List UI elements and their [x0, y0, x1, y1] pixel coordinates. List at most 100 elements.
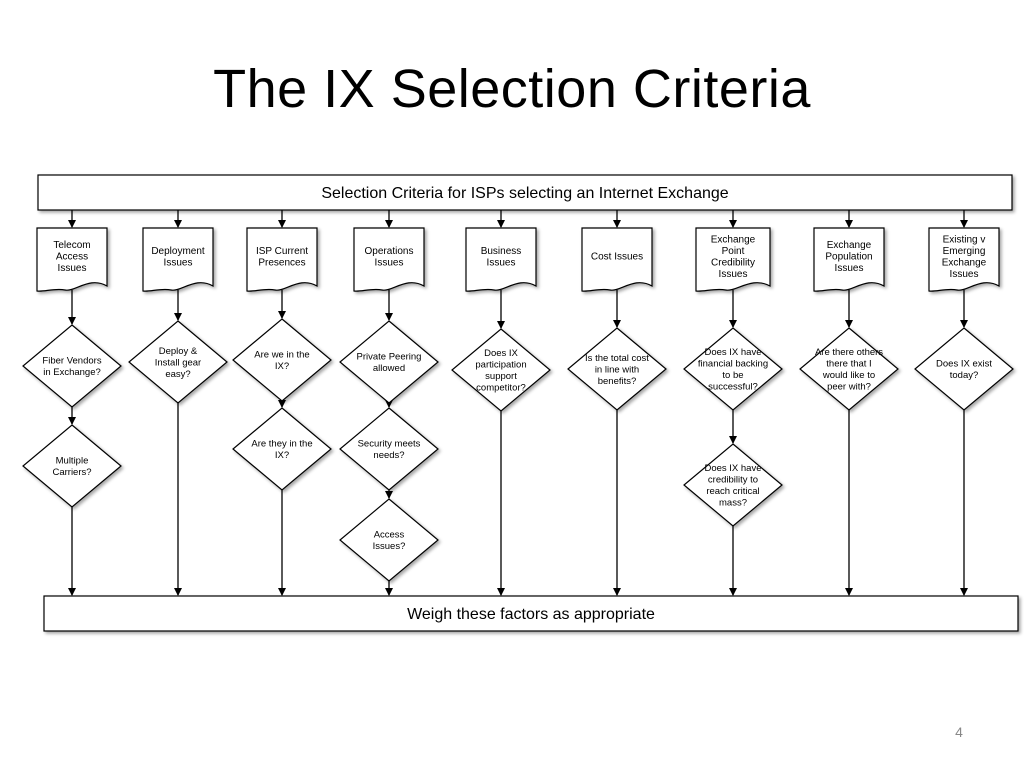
- decision-label: credibility to: [708, 475, 758, 486]
- header-box-label: Selection Criteria for ISPs selecting an…: [321, 185, 728, 202]
- decision-label: Are we in the: [254, 350, 309, 361]
- decision-label: Does IX have: [704, 347, 761, 358]
- document-shape: [465, 227, 537, 292]
- connectors: [68, 210, 968, 596]
- bottom-box-label: Weigh these factors as appropriate: [407, 606, 655, 623]
- decision-label: Carriers?: [52, 467, 91, 478]
- weigh-factors-box: Weigh these factors as appropriate: [43, 595, 1019, 632]
- issue-document-label: Emerging: [943, 246, 986, 257]
- issue-document: Cost Issues: [581, 227, 653, 292]
- decision-label: would like to: [822, 370, 875, 381]
- decision-label: Deploy &: [159, 346, 198, 357]
- diamond-shape: [799, 327, 899, 411]
- decision-label: Are they in the: [251, 439, 312, 450]
- issue-document-label: Issues: [835, 263, 864, 274]
- header-box-shape: [37, 174, 1013, 211]
- issue-document-label: Existing v: [943, 234, 986, 245]
- issue-document-label: Cost Issues: [591, 252, 643, 263]
- decision-label: financial backing: [698, 359, 768, 370]
- issue-document-label: Access: [56, 252, 88, 263]
- decision-label: support: [485, 371, 517, 382]
- decision-label: benefits?: [598, 376, 637, 387]
- issue-document-label: Exchange: [711, 234, 756, 245]
- document-shape: [928, 227, 1000, 292]
- document-shape: [695, 227, 771, 292]
- diamond-shape: [232, 318, 332, 402]
- decision-label: reach critical: [706, 486, 759, 497]
- diamond-shape: [683, 327, 783, 411]
- document-shape: [813, 227, 885, 292]
- decision-label: Multiple: [56, 456, 89, 467]
- issue-document-label: Deployment: [151, 246, 205, 257]
- issue-document-label: Issues: [164, 257, 193, 268]
- issue-document-label: Population: [825, 252, 872, 263]
- document-shape: [246, 227, 318, 292]
- diamond-shape: [339, 498, 439, 582]
- decision-label: easy?: [165, 369, 190, 380]
- issue-document-label: Issues: [375, 257, 404, 268]
- decision-label: Does IX exist: [936, 359, 992, 370]
- bottom-box-shape: [43, 595, 1019, 632]
- diamond-shape: [339, 320, 439, 404]
- decision-label: IX?: [275, 361, 289, 372]
- issue-document-label: Operations: [365, 246, 414, 257]
- slide-title: The IX Selection Criteria: [213, 59, 811, 119]
- issue-document-label: Point: [722, 246, 745, 257]
- decision-label: Fiber Vendors: [42, 356, 101, 367]
- document-shape: [353, 227, 425, 292]
- diamond-shape: [451, 328, 551, 412]
- decision-label: Security meets: [358, 439, 421, 450]
- document-shape: [36, 227, 108, 292]
- diamond-shape: [232, 407, 332, 491]
- issue-document-label: Presences: [258, 257, 305, 268]
- issue-document-label: ISP Current: [256, 246, 308, 257]
- diamond-shape: [683, 443, 783, 527]
- decision-label: to be: [722, 370, 743, 381]
- criteria-header-box: Selection Criteria for ISPs selecting an…: [37, 174, 1013, 211]
- decision-label: IX?: [275, 450, 289, 461]
- decision-label: Access: [374, 530, 405, 541]
- decision-label: Does IX have: [704, 463, 761, 474]
- issue-document-label: Exchange: [827, 240, 872, 251]
- issue-document-label: Business: [481, 246, 522, 257]
- document-shape: [581, 227, 653, 292]
- decision-label: in line with: [595, 364, 639, 375]
- decision-label: Are there others: [815, 347, 883, 358]
- diamond-shape: [567, 327, 667, 411]
- decision-label: needs?: [373, 450, 404, 461]
- issue-document-label: Issues: [719, 269, 748, 280]
- decision-label: Private Peering: [357, 352, 422, 363]
- issue-document-label: Issues: [58, 263, 87, 274]
- diamond-shape: [128, 320, 228, 404]
- decision-label: participation: [475, 360, 526, 371]
- decision-label: allowed: [373, 363, 405, 374]
- issue-document-label: Credibility: [711, 257, 755, 268]
- page-number: 4: [955, 724, 963, 740]
- document-shape: [142, 227, 214, 292]
- decision-label: in Exchange?: [43, 367, 101, 378]
- issue-document-label: Issues: [487, 257, 516, 268]
